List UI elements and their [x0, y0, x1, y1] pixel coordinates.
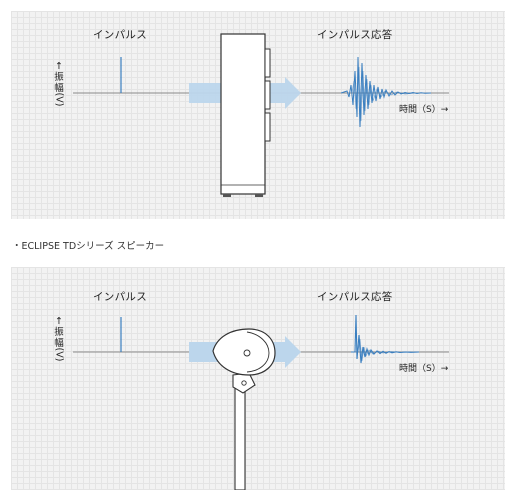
up-arrow-icon: ↑	[54, 61, 63, 72]
axis-char-2: 幅	[54, 83, 64, 94]
time-axis-label: 時間（S）→	[399, 105, 449, 115]
axis-unit: (V)	[53, 92, 65, 107]
impulse-label: インパルス	[93, 291, 147, 303]
eclipse-td-speaker-panel: インパルス インパルス応答 ↑ 振 幅 (V) 時間（S）→	[11, 267, 505, 490]
ringing-response-wave	[340, 56, 432, 128]
box-speaker-icon	[220, 33, 271, 197]
section-caption: ・ECLIPSE TDシリーズ スピーカー	[12, 241, 165, 252]
clean-response-wave-secondary	[357, 338, 412, 362]
axis-unit: (V)	[53, 347, 65, 362]
impulse-label: インパルス	[93, 29, 147, 41]
impulse-response-label: インパルス応答	[317, 291, 393, 303]
axis-char-2: 幅	[54, 338, 64, 349]
conventional-speaker-panel: インパルス インパルス応答 ↑ 振 幅 (V) 時間（S）→	[11, 11, 505, 219]
time-axis-label: 時間（S）→	[399, 364, 449, 374]
up-arrow-icon: ↑	[54, 316, 63, 327]
amplitude-axis-label: ↑ 振 幅 (V)	[52, 61, 66, 107]
axis-char-1: 振	[54, 327, 64, 338]
amplitude-axis-label: ↑ 振 幅 (V)	[52, 316, 66, 362]
egg-speaker-icon	[212, 328, 276, 490]
axis-char-1: 振	[54, 72, 64, 83]
ringing-response-wave-secondary	[351, 66, 416, 122]
eclipse-td-speaker-diagram	[73, 314, 449, 490]
impulse-response-label: インパルス応答	[317, 29, 393, 41]
conventional-speaker-diagram	[73, 33, 449, 197]
